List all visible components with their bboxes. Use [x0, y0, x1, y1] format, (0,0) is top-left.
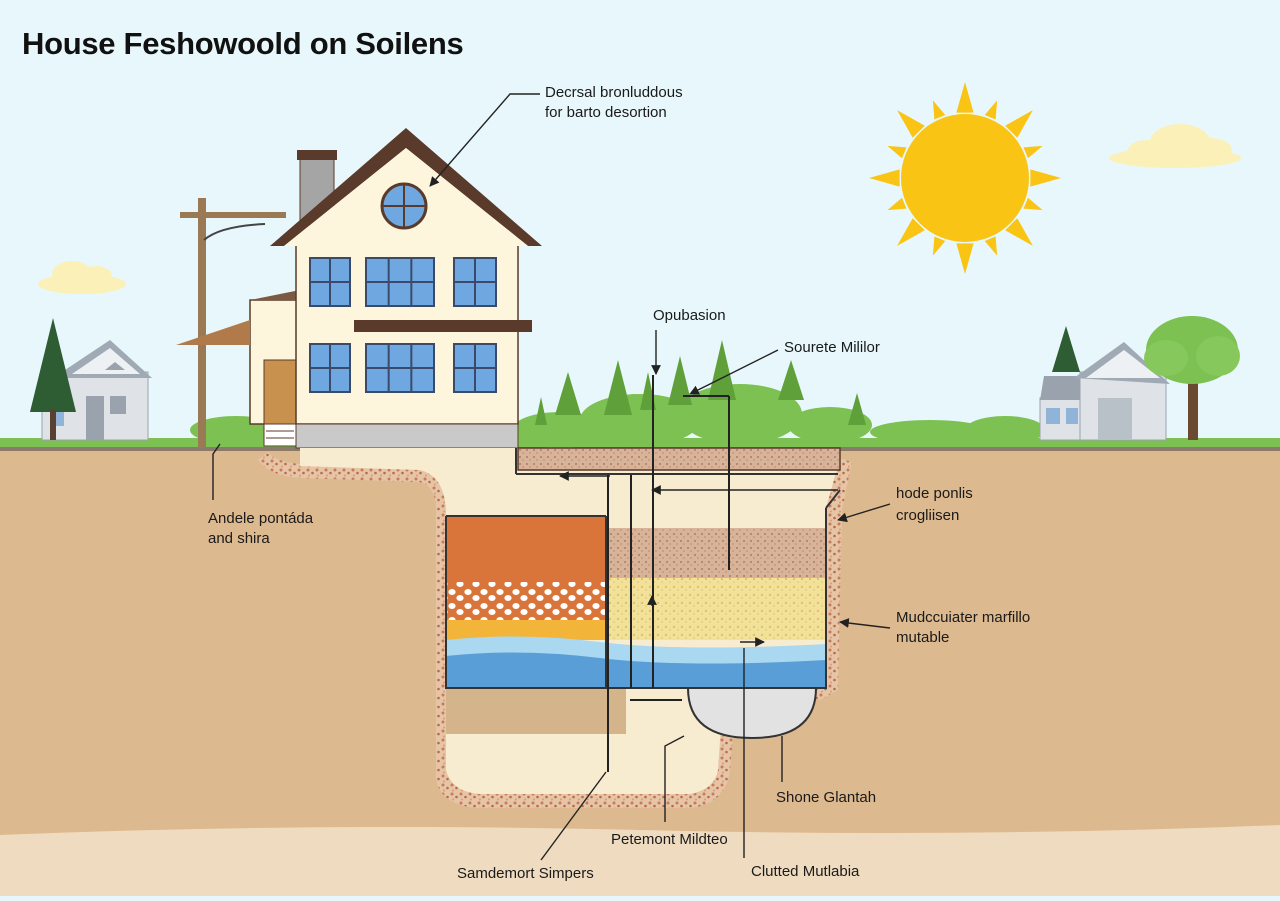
- deep-soil: [0, 825, 1280, 896]
- sand-layer: [446, 620, 606, 640]
- base-layer: [446, 688, 626, 734]
- topsoil-layer: [517, 447, 841, 471]
- house-windows: [309, 257, 497, 393]
- sun-ray: [932, 100, 946, 120]
- mudc-label-line2: mutable: [896, 629, 950, 646]
- cloud-icon: [38, 261, 126, 294]
- opubasion-label: Opubasion: [653, 307, 726, 324]
- sun-ray: [887, 145, 907, 159]
- sun-ray: [897, 218, 925, 246]
- petemont-label: Petemont Mildteo: [611, 831, 728, 848]
- water-dark: [446, 652, 826, 688]
- mudc-label-line1: Mudccuiater marfillo: [896, 609, 1031, 626]
- pebble-layer: [446, 582, 606, 620]
- sun-ray: [1023, 145, 1043, 159]
- shone-label: Shone Glantah: [776, 789, 877, 806]
- tree-icon: [30, 318, 76, 440]
- house-icon: [1039, 326, 1170, 441]
- sun-ray: [932, 236, 946, 256]
- sun-ray: [887, 197, 907, 211]
- roof-callout-label-line1: Decrsal bronluddous: [545, 84, 683, 101]
- sun-ray: [1005, 110, 1033, 138]
- sun-ray: [984, 236, 998, 256]
- tree-icon: [1144, 316, 1240, 440]
- sourete-label: Sourete Mililor: [784, 339, 880, 356]
- leader-lines: [212, 93, 891, 861]
- sun-ray: [956, 243, 974, 274]
- sun-ray: [897, 110, 925, 138]
- sun-ray: [984, 100, 998, 120]
- sun-ray: [1023, 197, 1043, 211]
- page-title: House Feshowoold on Soilens: [22, 26, 464, 61]
- clutted-label: Clutted Mutlabia: [751, 863, 860, 880]
- house-icon: [40, 340, 152, 441]
- andele-label-line1: Andele pontáda: [208, 510, 314, 527]
- sky: [0, 0, 1280, 450]
- tree-icon: [535, 340, 866, 425]
- andele-label-line2: and shira: [208, 530, 270, 547]
- hode-label-line1: hode ponlis: [896, 485, 973, 502]
- sun-icon: [869, 82, 1061, 274]
- pipes: [607, 375, 730, 772]
- sump-basin: [686, 687, 818, 740]
- utility-pole-icon: [180, 198, 286, 448]
- samdemort-label: Samdemort Simpers: [457, 865, 594, 882]
- silt-layer: [606, 528, 826, 578]
- roof-callout-label-line2: for barto desortion: [545, 104, 667, 121]
- fine-gravel-layer: [606, 578, 826, 640]
- clay-layer: [446, 516, 606, 582]
- hode-label-line2: crogliisen: [896, 507, 960, 524]
- cloud-icon: [1109, 124, 1241, 168]
- sun-ray: [1030, 169, 1061, 187]
- sun-ray: [956, 82, 974, 113]
- sun-ray: [869, 169, 900, 187]
- sun-ray: [1005, 218, 1033, 246]
